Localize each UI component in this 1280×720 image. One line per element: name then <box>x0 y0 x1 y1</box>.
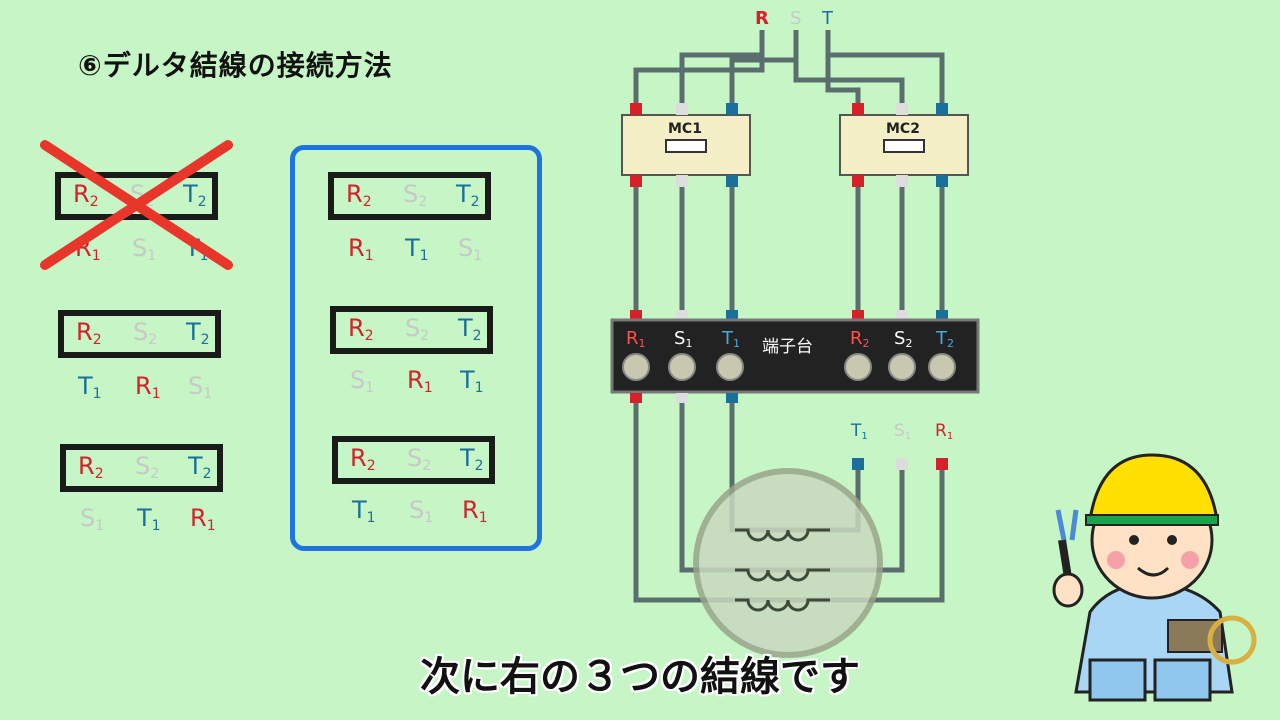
supply-r: R <box>755 8 769 29</box>
pattern-1-top-3: T2 <box>183 180 207 210</box>
pattern-6-top-3: T2 <box>460 444 484 474</box>
pattern-5-top-2: S2 <box>405 314 430 344</box>
pattern-3-top-3: T2 <box>188 452 212 482</box>
pattern-2-top-3: T2 <box>186 318 210 348</box>
pattern-3-bottom-3: R1 <box>190 504 216 534</box>
pattern-1-bottom-2: S1 <box>132 234 157 264</box>
pattern-3-bottom-2: T1 <box>137 504 161 534</box>
pattern-4-bottom-2: T1 <box>405 234 429 264</box>
pattern-box-1 <box>55 172 218 220</box>
pattern-3-top-2: S2 <box>135 452 160 482</box>
pattern-box-2 <box>58 310 221 358</box>
motor-coils <box>735 528 830 612</box>
worker-character-icon <box>1052 453 1257 702</box>
pattern-4-top-3: T2 <box>456 180 480 210</box>
pattern-6-bottom-3: R1 <box>462 496 488 526</box>
pattern-5-bottom-3: T1 <box>460 366 484 396</box>
pattern-2-top-1: R2 <box>76 318 102 348</box>
pattern-4-bottom-1: R1 <box>348 234 374 264</box>
pattern-5-bottom-2: R1 <box>407 366 433 396</box>
pattern-2-bottom-3: S1 <box>188 372 213 402</box>
pattern-box-3 <box>60 444 223 492</box>
pattern-5-top-3: T2 <box>458 314 482 344</box>
pattern-6-top-1: R2 <box>350 444 376 474</box>
pattern-box-5 <box>330 306 493 354</box>
pattern-box-6 <box>332 436 495 484</box>
pattern-6-top-2: S2 <box>407 444 432 474</box>
supply-s: S <box>790 8 801 29</box>
pattern-5-top-1: R2 <box>348 314 374 344</box>
mc2-label: MC2 <box>886 121 920 137</box>
pattern-5-bottom-1: S1 <box>350 366 375 396</box>
pattern-1-top-1: R2 <box>73 180 99 210</box>
pattern-4-bottom-3: S1 <box>458 234 483 264</box>
pattern-3-top-1: R2 <box>78 452 104 482</box>
pattern-4-top-2: S2 <box>403 180 428 210</box>
page-title: ⑥デルタ結線の接続方法 <box>78 49 393 82</box>
terminal-block <box>610 318 980 394</box>
subtitle-caption: 次に右の３つの結線です <box>420 654 860 700</box>
terminal-block-label: 端子台 <box>762 337 813 357</box>
pattern-6-bottom-2: S1 <box>409 496 434 526</box>
selected-patterns-panel <box>290 145 542 551</box>
pattern-4-top-1: R2 <box>346 180 372 210</box>
motor <box>693 468 883 658</box>
pattern-2-bottom-1: T1 <box>78 372 102 402</box>
pattern-box-4 <box>328 172 491 220</box>
pattern-2-top-2: S2 <box>133 318 158 348</box>
pattern-6-bottom-1: T1 <box>352 496 376 526</box>
pattern-2-bottom-2: R1 <box>135 372 161 402</box>
supply-t: T <box>821 8 834 29</box>
pattern-3-bottom-1: S1 <box>80 504 105 534</box>
mc1-label: MC1 <box>668 121 702 137</box>
